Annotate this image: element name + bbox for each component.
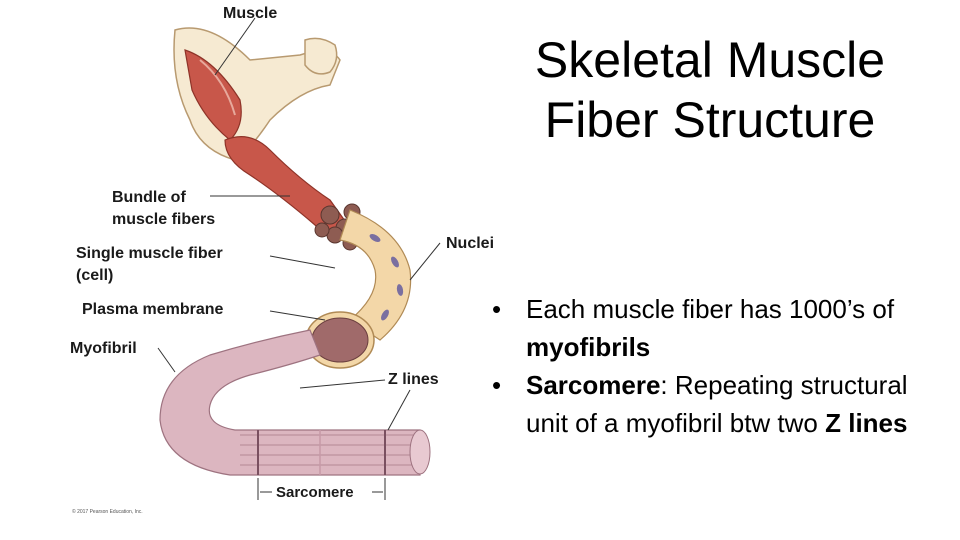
label-bundle-line1: Bundle of xyxy=(112,189,186,206)
label-plasma-membrane: Plasma membrane xyxy=(82,301,224,318)
bullet-text: : Repeating structural unit of a myofibr… xyxy=(526,370,908,438)
myofibril-striations xyxy=(240,430,420,475)
bullet-item: • Each muscle fiber has 1000’s of myofibr… xyxy=(486,290,926,366)
title-line-2: Fiber Structure xyxy=(544,92,876,148)
label-muscle: Muscle xyxy=(223,5,277,22)
bullet-item: • Sarcomere: Repeating structural unit of… xyxy=(486,366,926,442)
myofibril-end xyxy=(409,429,431,475)
label-bundle-line2: muscle fibers xyxy=(112,211,215,228)
bullet-text: myofibrils xyxy=(526,332,651,362)
copyright-text: © 2017 Pearson Education, Inc. xyxy=(72,508,143,515)
bullet-list: • Each muscle fiber has 1000’s of myofibr… xyxy=(486,290,926,442)
label-sarcomere: Sarcomere xyxy=(276,484,354,501)
slide-title: Skeletal Muscle Fiber Structure xyxy=(480,30,940,150)
bullet-text: Sarcomere xyxy=(526,370,661,400)
label-nuclei: Nuclei xyxy=(446,235,494,252)
single-muscle-fiber xyxy=(339,209,412,341)
bullet-dot: • xyxy=(492,294,502,324)
nuclei xyxy=(369,234,404,321)
bullet-text: Z lines xyxy=(825,408,908,438)
myofibril-strand xyxy=(159,329,421,476)
leader-lines xyxy=(157,17,441,500)
muscle-bundle xyxy=(224,136,356,239)
muscle-fiber-diagram: Muscle Bundle of muscle fibers Single mu… xyxy=(70,5,494,515)
label-single-fiber-line1: Single muscle fiber xyxy=(76,245,223,262)
label-z-lines: Z lines xyxy=(388,371,439,388)
bullet-dot: • xyxy=(492,370,502,400)
arm-illustration xyxy=(173,27,341,161)
title-line-1: Skeletal Muscle xyxy=(534,32,886,88)
label-myofibril: Myofibril xyxy=(70,340,137,357)
label-single-fiber-line2: (cell) xyxy=(76,267,113,284)
bullet-text: Each muscle fiber has 1000’s of xyxy=(526,294,895,324)
